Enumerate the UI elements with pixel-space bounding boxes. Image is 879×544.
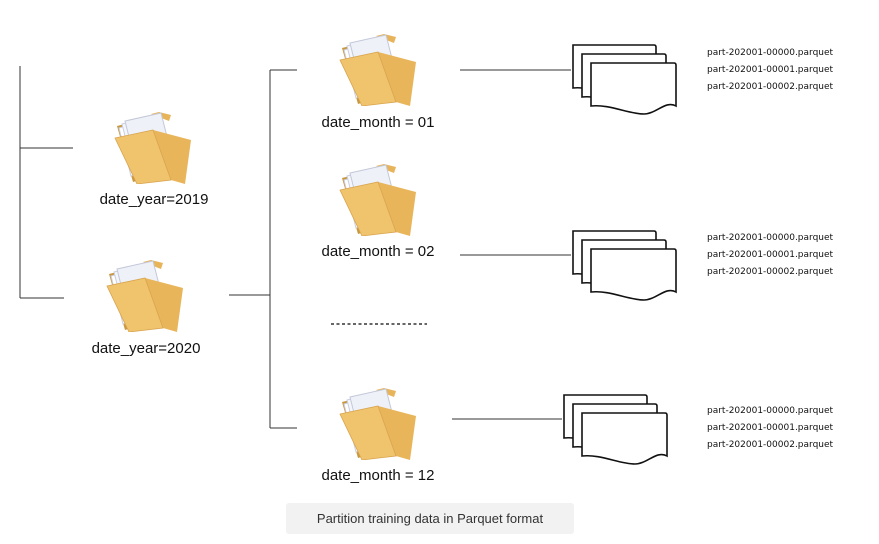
file-name: part-202001-00002.parquet bbox=[707, 440, 834, 450]
folder-icon-month-12 bbox=[338, 386, 418, 461]
month-02-label: date_month = 02 bbox=[321, 243, 435, 260]
file-list-month-12: part-202001-00000.parquet part-202001-00… bbox=[707, 403, 872, 454]
file-name: part-202001-00002.parquet bbox=[707, 267, 834, 277]
folder-icon-month-01 bbox=[338, 32, 418, 107]
month-12-label: date_month = 12 bbox=[321, 467, 435, 484]
file-name: part-202001-00000.parquet bbox=[707, 233, 834, 243]
file-name: part-202001-00002.parquet bbox=[707, 82, 834, 92]
documents-icon-month-01 bbox=[570, 42, 690, 134]
file-name: part-202001-00000.parquet bbox=[707, 406, 834, 416]
file-list-month-02: part-202001-00000.parquet part-202001-00… bbox=[707, 230, 872, 281]
file-list-month-01: part-202001-00000.parquet part-202001-00… bbox=[707, 45, 872, 96]
file-name: part-202001-00000.parquet bbox=[707, 48, 834, 58]
folder-icon-year-2019 bbox=[113, 110, 193, 185]
file-name: part-202001-00001.parquet bbox=[707, 65, 834, 75]
documents-icon-month-12 bbox=[561, 392, 681, 484]
year-2019-label: date_year=2019 bbox=[99, 191, 209, 208]
year-2020-label: date_year=2020 bbox=[91, 340, 201, 357]
file-name: part-202001-00001.parquet bbox=[707, 250, 834, 260]
file-name: part-202001-00001.parquet bbox=[707, 423, 834, 433]
folder-icon-year-2020 bbox=[105, 258, 185, 333]
folder-icon-month-02 bbox=[338, 162, 418, 237]
diagram-caption: Partition training data in Parquet forma… bbox=[286, 503, 574, 534]
month-01-label: date_month = 01 bbox=[321, 114, 435, 131]
documents-icon-month-02 bbox=[570, 228, 690, 320]
